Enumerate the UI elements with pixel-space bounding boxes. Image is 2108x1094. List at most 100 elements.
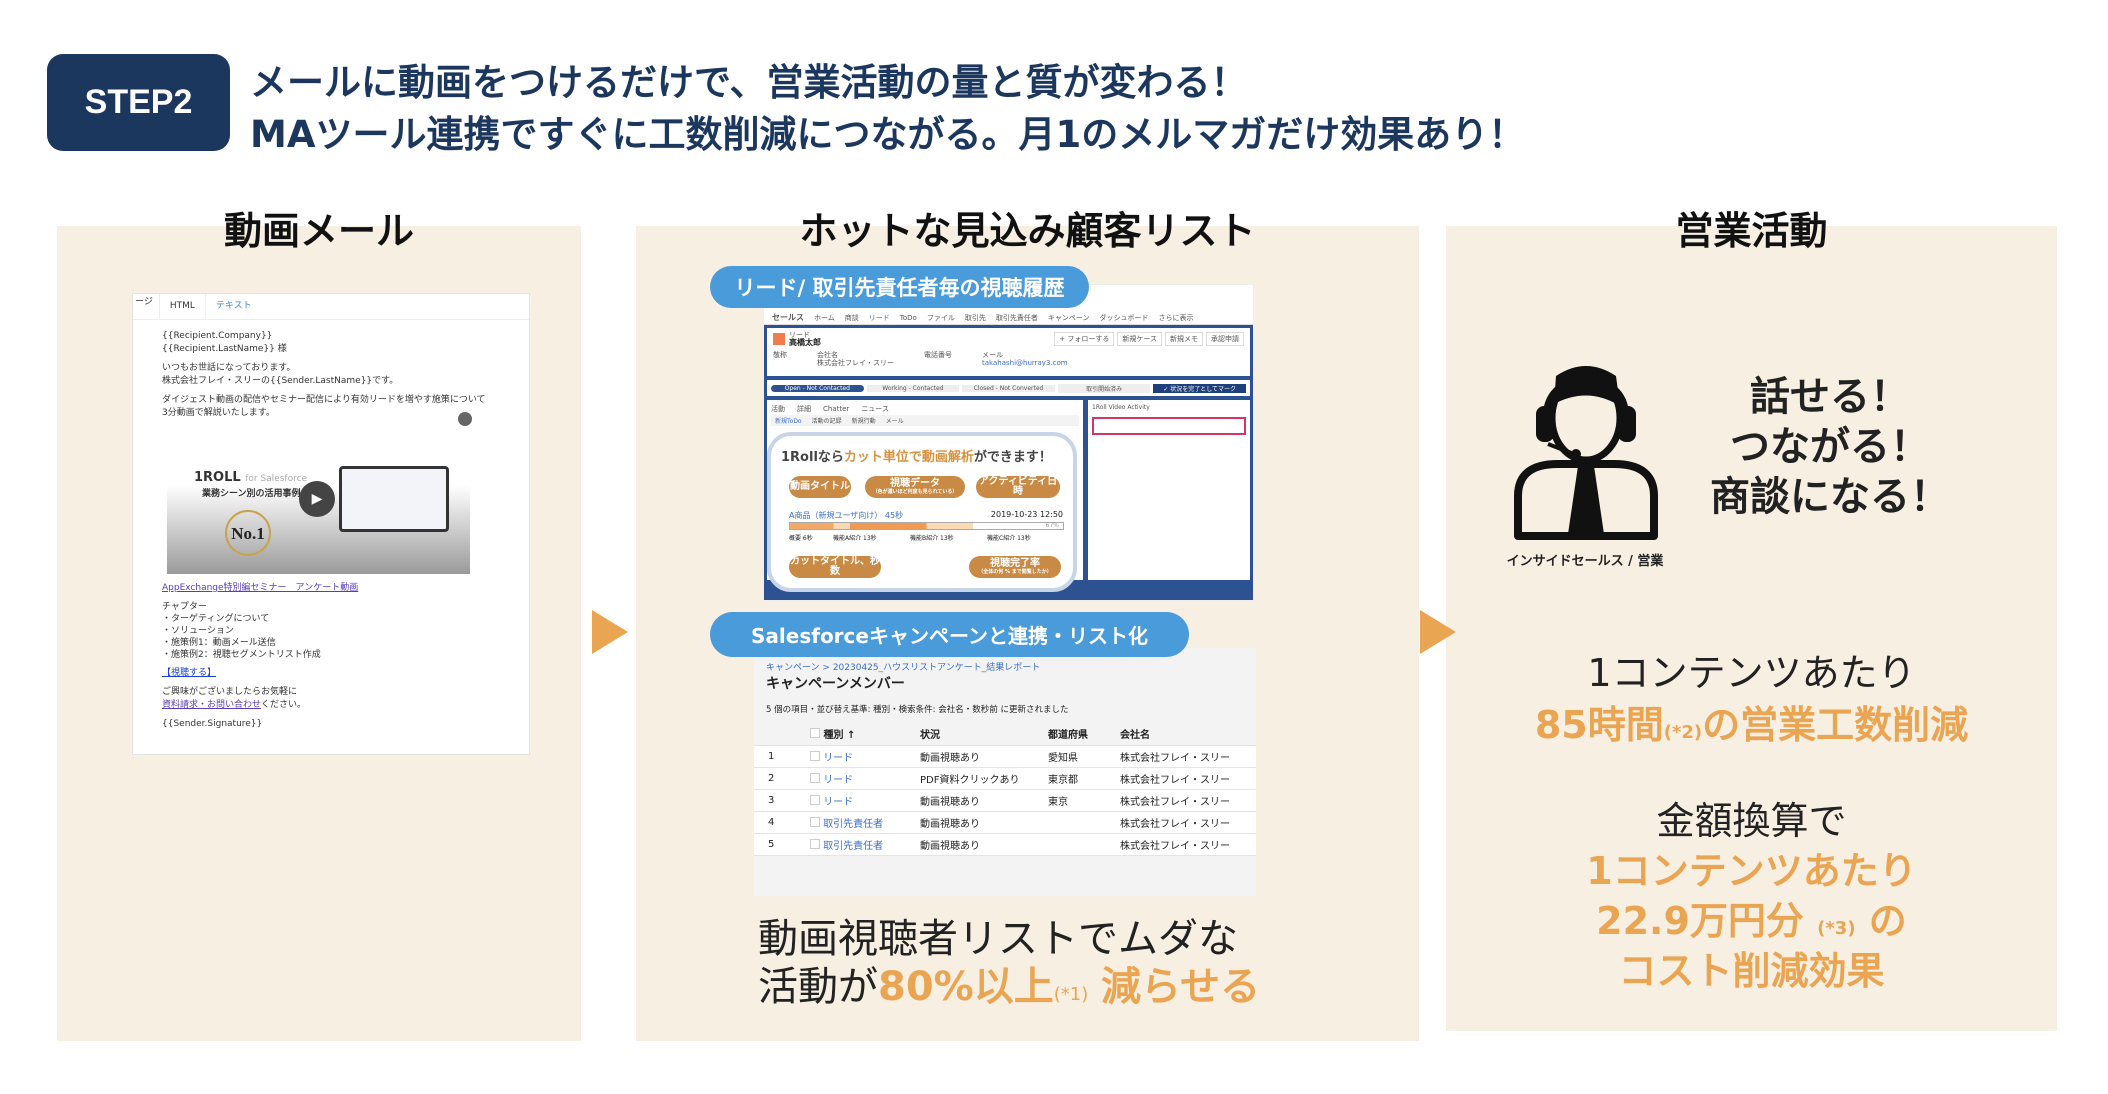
stat2-line-4: コスト削減効果 [1618, 949, 1885, 993]
column-header-type[interactable]: 種別 ↑ [823, 730, 856, 742]
slogan: 話せる！ [1750, 374, 1910, 420]
list-result-text: 動画視聴者リストでムダな 活動が80%以上(*1) 減らせる [758, 915, 1260, 1019]
approval-button[interactable]: 承認申請 [1206, 332, 1244, 346]
crm-nav-item[interactable]: リード [868, 313, 890, 322]
table-row[interactable]: 3 リード動画視聴あり東京株式会社フレイ・スリー [754, 789, 1256, 812]
crm-nav-item[interactable]: さらに表示 [1158, 313, 1194, 322]
select-all-checkbox[interactable] [810, 728, 820, 739]
closing-text: ご興味がございましたらお気軽に [162, 687, 298, 697]
crm-app-name: セールス [772, 313, 804, 322]
field-label: メール [982, 351, 1003, 359]
callout-video-title: A商品（新規ユーザ向け） 45秒 [789, 511, 904, 520]
play-icon[interactable]: ▶ [299, 481, 335, 517]
crm-nav-item[interactable]: 商談 [844, 313, 859, 322]
video-link[interactable]: AppExchange特別編セミナー アンケート動画 [162, 583, 359, 593]
watch-link[interactable]: 【視聴する】 [162, 668, 217, 678]
crm-nav-item[interactable]: キャンペーン [1047, 313, 1090, 322]
stat1-footnote: (*2) [1663, 722, 1703, 743]
stat2-value-line: 22.9万円分 (*3) の [1446, 890, 2057, 945]
lead-icon [773, 333, 785, 345]
row-checkbox[interactable] [810, 816, 820, 827]
tag-view-data-note: （色が濃いほど何度も見られている） [872, 488, 958, 495]
stat1-suffix: の営業工数削減 [1702, 703, 1969, 747]
table-row[interactable]: 1 リード動画視聴あり愛知県株式会社フレイ・スリー [754, 745, 1256, 768]
crm-nav-item[interactable]: ダッシュボード [1099, 313, 1149, 322]
stat2-footnote: (*3) [1817, 918, 1856, 939]
list-column-title: ホットな見込み顧客リスト [799, 209, 1256, 253]
tab-chatter[interactable]: Chatter [823, 404, 850, 413]
result-suffix: 減らせる [1100, 964, 1261, 1010]
chapter-item: ・ターゲティングについて [162, 614, 270, 624]
subtab-new-todo[interactable]: 新規ToDo [775, 418, 802, 425]
menu-icon[interactable] [458, 412, 472, 426]
cut-label: 概要 6秒 [789, 535, 813, 542]
member-type-link[interactable]: リード [823, 752, 854, 764]
path-stage[interactable]: Open - Not Contacted [771, 384, 864, 392]
row-checkbox[interactable] [810, 838, 820, 849]
prefecture-cell [1042, 811, 1114, 834]
crm-nav-item[interactable]: 取引先責任者 [995, 313, 1038, 322]
company-cell: 株式会社フレイ・スリー [1114, 833, 1256, 856]
crm-nav-item[interactable]: ToDo [899, 313, 917, 322]
member-type-link[interactable]: リード [823, 774, 854, 786]
field-value[interactable]: takahashi@hurray3.com [982, 359, 1068, 367]
tab-detail[interactable]: 詳細 [797, 404, 811, 413]
new-note-button[interactable]: 新規メモ [1165, 332, 1203, 346]
tab-news[interactable]: ニュース [861, 404, 889, 413]
email-line: {{Recipient.Company}} [162, 331, 273, 341]
prefecture-cell: 東京都 [1042, 767, 1114, 790]
contact-suffix: ください。 [261, 700, 307, 710]
field-value: 株式会社フレイ・スリー [817, 359, 894, 367]
path-stage[interactable]: Closed - Not Converted [962, 384, 1055, 392]
member-type-link[interactable]: 取引先責任者 [823, 818, 884, 830]
result-highlight: 80%以上 [878, 964, 1054, 1010]
record-name: 高橋太郎 [789, 338, 821, 347]
arrow-right-icon [592, 610, 628, 654]
stat2-suffix: の [1868, 899, 1907, 943]
tag-view-data: 視聴データ [890, 477, 940, 489]
tab-activity[interactable]: 活動 [771, 404, 785, 413]
member-type-link[interactable]: 取引先責任者 [823, 840, 884, 852]
row-checkbox[interactable] [810, 772, 820, 783]
status-cell: 動画視聴あり [914, 833, 1042, 856]
table-row[interactable]: 5 取引先責任者 動画視聴あり 株式会社フレイ・スリー [754, 833, 1256, 856]
column-header-company[interactable]: 会社名 [1114, 723, 1256, 746]
tab-text[interactable]: テキスト [215, 301, 252, 311]
mark-complete-button[interactable]: ✓ 状況を完了としてマーク [1153, 383, 1246, 393]
breadcrumb[interactable]: キャンペーン > 20230425_ハウスリストアンケート_結果レポート [766, 663, 1041, 673]
company-cell: 株式会社フレイ・スリー [1114, 767, 1256, 790]
follow-button[interactable]: + フォローする [1054, 332, 1115, 346]
table-row[interactable]: 4 取引先責任者動画視聴あり株式会社フレイ・スリー [754, 811, 1256, 834]
member-type-link[interactable]: リード [823, 796, 854, 808]
row-checkbox[interactable] [810, 794, 820, 805]
row-checkbox[interactable] [810, 750, 820, 761]
email-line: 3分動画で解説いたします。 [162, 408, 275, 418]
stat2-line: 金額換算で [1656, 799, 1847, 843]
column-header-status[interactable]: 状況 [914, 723, 1042, 746]
video-thumbnail[interactable]: 1ROLL for Salesforce 業務シーン別の活用事例 No.1 ▶ [167, 412, 472, 574]
new-case-button[interactable]: 新規ケース [1117, 332, 1162, 346]
subtab-log-activity[interactable]: 活動の記録 [811, 418, 842, 425]
crm-nav-item[interactable]: 取引先 [964, 313, 986, 322]
view-history-label: リード/ 取引先責任者毎の視聴履歴 [710, 266, 1089, 308]
callout-suffix: ができます！ [973, 450, 1052, 465]
path-stage[interactable]: 取引開始済み [1057, 383, 1151, 393]
row-number: 5 [754, 833, 804, 856]
tab-prefix: ージ [135, 297, 153, 307]
column-header-prefecture[interactable]: 都道府県 [1042, 723, 1114, 746]
table-header-row: 種別 ↑ 状況都道府県会社名 [754, 723, 1256, 746]
crm-nav-item[interactable]: ホーム [814, 313, 835, 322]
tab-html[interactable]: HTML [158, 294, 206, 319]
path-stage[interactable]: Working - Contacted [866, 384, 960, 392]
callout-datetime: 2019-10-23 12:50 [990, 510, 1063, 519]
row-number: 2 [754, 767, 804, 790]
subtab-email[interactable]: メール [885, 418, 904, 425]
crm-nav-item[interactable]: ファイル [926, 313, 955, 322]
email-line: {{Recipient.LastName}} 様 [162, 344, 287, 354]
contact-link[interactable]: 資料請求・お問い合わせ [162, 700, 262, 710]
result-prefix: 活動が [758, 964, 878, 1010]
subtab-new-event[interactable]: 新規行動 [851, 418, 876, 425]
email-line: いつもお世話になっております。 [162, 363, 296, 373]
campaign-member-list: キャンペーン > 20230425_ハウスリストアンケート_結果レポート キャン… [754, 648, 1256, 896]
